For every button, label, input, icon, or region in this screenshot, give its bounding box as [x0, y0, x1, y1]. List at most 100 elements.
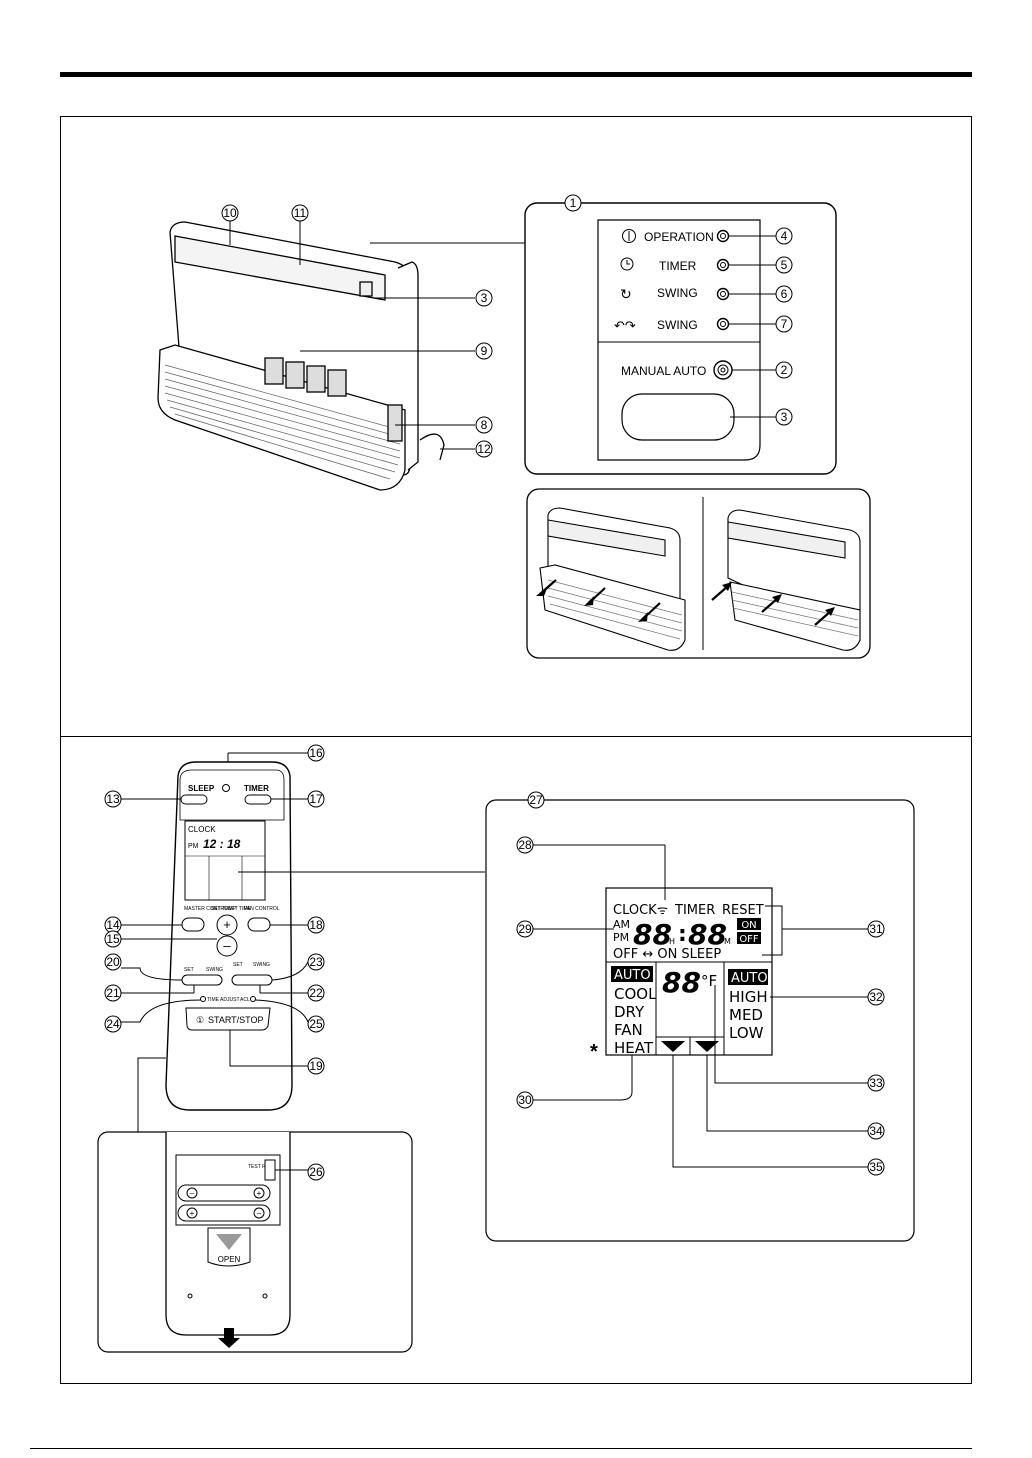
lcd-signal-icon: ᯤ — [657, 903, 668, 917]
callout-17: 17 — [309, 792, 323, 806]
callout-10: 10 — [223, 206, 237, 220]
lcd-triangle-1 — [661, 1041, 685, 1052]
lcd-clock: CLOCK — [613, 903, 657, 918]
timer-label: TIMER — [659, 259, 697, 273]
callout-21: 21 — [106, 986, 120, 1000]
lcd-mode-dry: DRY — [614, 1003, 645, 1021]
callout-30: 30 — [518, 1093, 532, 1107]
lcd-temperature: 88 — [662, 966, 701, 999]
svg-text:+: + — [190, 1209, 195, 1218]
set-temp-label: SET TEMP — [211, 906, 236, 912]
callout-9: 9 — [481, 344, 488, 358]
lcd-fan-low: LOW — [729, 1024, 764, 1042]
callout-19: 19 — [309, 1059, 323, 1073]
lcd-hours: 88 — [633, 918, 672, 951]
plus-button — [216, 914, 238, 936]
callout-29: 29 — [518, 922, 532, 936]
remote-clock-icon — [222, 784, 230, 792]
lcd-minutes: 88 — [688, 918, 727, 951]
test-run-label: TEST RUN — [248, 1164, 273, 1170]
callout-35: 35 — [869, 1160, 883, 1174]
fan-control-label: FAN CONTROL — [244, 906, 280, 912]
lcd-timer: TIMER — [674, 903, 715, 918]
minus-button — [216, 935, 238, 957]
callout-1: 1 — [570, 196, 577, 210]
lcd-temp-unit: °F — [701, 972, 717, 990]
remote-clock-label: CLOCK — [188, 825, 216, 834]
lcd-mode-fan: FAN — [614, 1021, 643, 1039]
set-right-label: SET — [233, 962, 243, 968]
figure-frame — [60, 116, 972, 1384]
callout-2: 2 — [781, 363, 788, 377]
svg-text:+: + — [257, 1189, 262, 1198]
lcd-am: AM — [613, 918, 630, 931]
callout-28: 28 — [518, 838, 532, 852]
swing-left-label: SWING — [206, 967, 223, 973]
callout-16: 16 — [309, 746, 323, 760]
lcd-off: OFF — [739, 934, 759, 945]
svg-text:–: – — [223, 938, 231, 953]
remote-time: 12 : 18 — [203, 837, 241, 851]
callout-11: 11 — [294, 206, 307, 220]
callout-6: 6 — [781, 287, 788, 301]
remote-ampm: PM — [188, 843, 199, 850]
power-icon — [622, 229, 636, 243]
filter-panel — [526, 488, 871, 659]
callout-3: 3 — [481, 291, 488, 305]
callout-24: 24 — [106, 1017, 120, 1031]
open-label: OPEN — [218, 1255, 241, 1264]
test-run-button — [264, 1159, 276, 1181]
remote-sleep-label: SLEEP — [188, 784, 215, 793]
start-stop-power-icon: ① — [196, 1015, 204, 1025]
lcd-fan-high: HIGH — [729, 988, 768, 1006]
callout-14: 14 — [106, 918, 120, 932]
swing-label-2: SWING — [657, 318, 698, 332]
lcd-triangle-2 — [695, 1041, 719, 1052]
remote-back-panel: – + + – TEST RUN 26 OPEN — [97, 1131, 413, 1353]
start-stop-label: START/STOP — [208, 1015, 264, 1025]
lcd-h: H — [669, 937, 675, 946]
callout-22: 22 — [309, 986, 323, 1000]
callout-18: 18 — [309, 918, 323, 932]
callout-5: 5 — [781, 258, 788, 272]
svg-text::: : — [678, 922, 687, 947]
svg-text:+: + — [223, 917, 231, 932]
remote-timer-label: TIMER — [244, 784, 269, 793]
start-stop-button — [185, 1007, 271, 1031]
lcd-reset: RESET — [722, 903, 764, 918]
time-adjust-label: TIME ADJUST — [207, 997, 240, 1003]
master-control-button — [181, 917, 205, 932]
callout-12: 12 — [477, 442, 491, 456]
fan-control-button — [247, 917, 271, 932]
time-adjust-button — [200, 996, 206, 1002]
manual-auto-label: MANUAL AUTO — [621, 364, 706, 378]
lcd-off-on-sleep: OFF ↔ ON SLEEP — [613, 947, 721, 962]
master-control-label: MASTER CONTROL — [184, 906, 231, 912]
callout-15: 15 — [106, 932, 120, 946]
header-rule — [60, 72, 972, 77]
clock-icon — [620, 257, 634, 271]
lcd-mode-auto: AUTO — [614, 968, 651, 983]
lcd-fan-auto: AUTO — [731, 971, 768, 986]
callout-7: 7 — [781, 317, 788, 331]
callout-3b: 3 — [781, 410, 788, 424]
callout-13: 13 — [106, 792, 120, 806]
swing-label-1: SWING — [657, 286, 698, 300]
sleep-button — [180, 794, 208, 805]
lcd-mode-heat: HEAT — [614, 1039, 654, 1057]
footer-rule — [30, 1448, 972, 1449]
vertical-swing-button — [181, 974, 223, 986]
callout-20: 20 — [106, 955, 120, 969]
callout-32: 32 — [869, 990, 883, 1004]
callout-34: 34 — [869, 1124, 883, 1138]
svg-text:–: – — [190, 1189, 195, 1198]
lcd-mode-cool: COOL — [614, 985, 657, 1003]
vertical-swing-icon: ↻ — [620, 286, 632, 302]
slide-down-arrow-icon — [218, 1328, 240, 1348]
lcd-fan-med: MED — [729, 1006, 763, 1024]
lcd-detail-panel: 27 CLOCK ᯤ TIMER RESET AM PM 88 H : 88 M… — [485, 791, 915, 1242]
set-time-label: SET TIME — [228, 906, 252, 912]
indoor-unit-illustration — [157, 221, 445, 491]
section-divider — [60, 736, 972, 737]
